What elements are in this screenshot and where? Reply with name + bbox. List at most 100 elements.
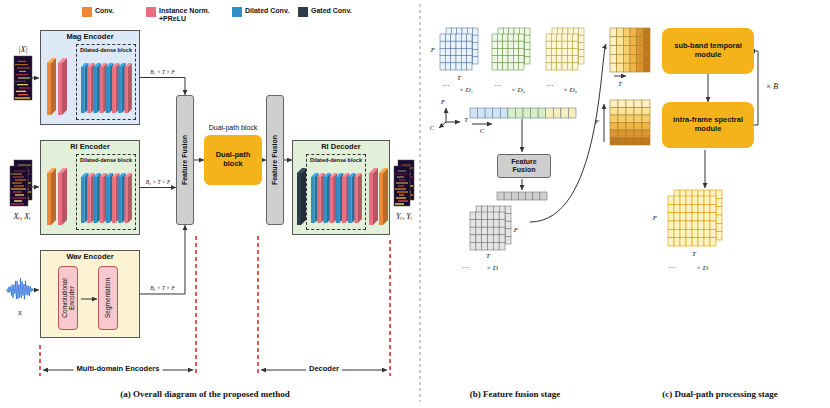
grid-cell bbox=[618, 138, 626, 146]
grid-cell bbox=[573, 34, 578, 41]
grid-cell bbox=[476, 227, 482, 235]
layer-front bbox=[100, 67, 104, 113]
grid-cell bbox=[642, 108, 650, 116]
layer-front bbox=[87, 177, 91, 223]
grid-cell bbox=[488, 212, 494, 220]
grid-cell bbox=[716, 207, 722, 215]
grid-cell bbox=[668, 204, 674, 212]
grid-cell bbox=[551, 34, 556, 41]
grid-cell bbox=[704, 238, 710, 246]
grid-cell bbox=[504, 192, 511, 200]
grid-cell bbox=[461, 41, 466, 48]
spectral-streak bbox=[398, 171, 406, 172]
layer-front bbox=[118, 67, 122, 113]
symbol-label: ··· bbox=[669, 264, 676, 272]
grid-cell bbox=[440, 48, 445, 55]
grid-cell bbox=[497, 34, 502, 41]
legend-swatch bbox=[298, 7, 308, 17]
layer-top bbox=[118, 63, 126, 67]
box-label: Convolutional Encoder bbox=[61, 269, 76, 327]
stage-label: Multi-domain Encoders bbox=[74, 365, 163, 374]
grid-cell bbox=[610, 46, 617, 55]
grid-cell bbox=[513, 56, 518, 63]
grid-cell bbox=[557, 34, 562, 41]
grid-cell bbox=[610, 28, 617, 37]
grid-cell bbox=[680, 213, 686, 221]
grid-cell bbox=[467, 63, 472, 70]
grid-cell bbox=[493, 108, 501, 118]
grid-cell bbox=[485, 108, 493, 118]
grid-cell bbox=[567, 41, 572, 48]
grid-cell bbox=[519, 34, 524, 41]
layer-side bbox=[373, 168, 378, 225]
spectral-streak bbox=[396, 197, 406, 198]
grid-cell bbox=[492, 63, 497, 70]
grid-cell bbox=[546, 34, 551, 41]
symbol-label: T bbox=[692, 250, 696, 258]
layer-top bbox=[93, 173, 101, 177]
layer-front bbox=[58, 173, 62, 225]
grid-cell bbox=[610, 63, 617, 72]
grid-cell bbox=[445, 41, 450, 48]
grid-cell bbox=[482, 242, 488, 250]
grid-cell bbox=[626, 115, 634, 123]
grid-cell bbox=[499, 212, 505, 220]
grid-cell bbox=[508, 41, 513, 48]
layer-front bbox=[112, 177, 116, 223]
grid-cell bbox=[716, 190, 722, 198]
grid-cell bbox=[680, 238, 686, 246]
grid-cell bbox=[551, 56, 556, 63]
grid-cell bbox=[470, 220, 476, 228]
layer-top bbox=[354, 173, 362, 177]
grid-cell bbox=[492, 48, 497, 55]
grid-cell bbox=[686, 221, 692, 229]
grid-cell bbox=[716, 232, 722, 240]
grid-cell bbox=[567, 56, 572, 63]
grid-cell bbox=[482, 212, 488, 220]
grid-cell bbox=[503, 34, 508, 41]
grid-cell bbox=[698, 213, 704, 221]
layer-front bbox=[47, 173, 51, 225]
grid-cell bbox=[461, 48, 466, 55]
grid-cell bbox=[440, 34, 445, 41]
grid-cell bbox=[540, 192, 547, 200]
grid-cell bbox=[519, 48, 524, 55]
grid-cell bbox=[579, 35, 584, 42]
box-label: Feature Fusion bbox=[498, 158, 550, 174]
arrow-line bbox=[522, 179, 523, 190]
module-box: Dilated-dense block bbox=[76, 44, 136, 120]
grid-cell bbox=[503, 48, 508, 55]
grid-cell bbox=[634, 123, 642, 131]
grid-cell bbox=[525, 57, 530, 64]
grid-cell bbox=[674, 204, 680, 212]
spectral-streak bbox=[402, 165, 411, 166]
grid-cell bbox=[686, 196, 692, 204]
layer-front bbox=[330, 177, 334, 223]
symbol-label: × B bbox=[766, 82, 778, 91]
grid-cell bbox=[488, 242, 494, 250]
symbol-label: F bbox=[441, 98, 445, 105]
layer-top bbox=[58, 58, 67, 63]
grid-cell bbox=[519, 41, 524, 48]
grid-cell bbox=[692, 238, 698, 246]
grid-cell bbox=[482, 235, 488, 243]
layer-side bbox=[358, 173, 362, 223]
box-label: Mag Encoder bbox=[41, 33, 139, 42]
grid-cell bbox=[531, 108, 539, 118]
grid-cell bbox=[674, 213, 680, 221]
grid-cell bbox=[500, 108, 508, 118]
grid-cell bbox=[610, 37, 617, 46]
grid-cell bbox=[533, 192, 540, 200]
grid-cell bbox=[618, 130, 626, 138]
grid-cell bbox=[698, 238, 704, 246]
grid-cell bbox=[456, 63, 461, 70]
grid-cell bbox=[626, 138, 634, 146]
grid-cell bbox=[546, 56, 551, 63]
grid-cell bbox=[716, 223, 722, 231]
legend-item: Conv. bbox=[82, 7, 135, 17]
grid-cell bbox=[674, 196, 680, 204]
legend-text: Instance Norm. +PReLU bbox=[159, 7, 217, 23]
stage-label: Decoder bbox=[306, 365, 342, 374]
spectral-streak bbox=[17, 68, 30, 69]
grid-cell bbox=[634, 138, 642, 146]
